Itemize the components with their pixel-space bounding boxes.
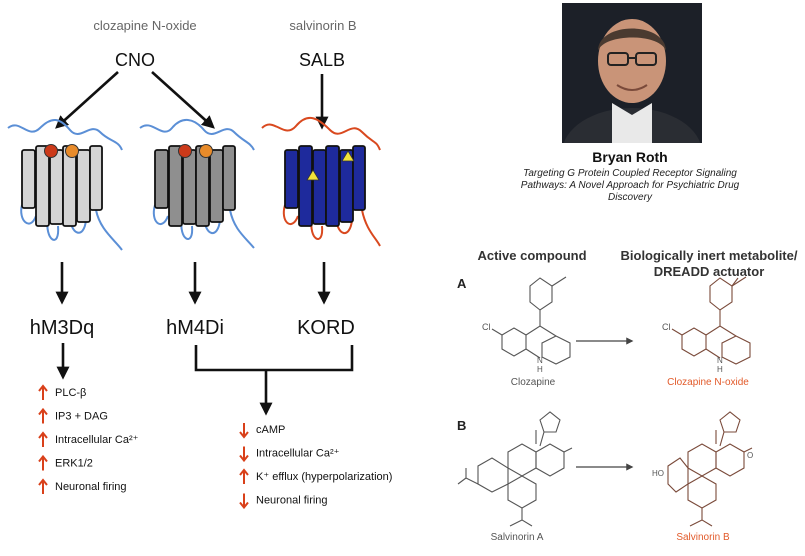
arrow-cno-hm3dq [55,71,119,129]
salvinorin-b-structure [667,411,753,527]
salvinorin-a-label: Salvinorin A [491,532,544,543]
speaker-photo [562,3,702,143]
effect-item: Intracellular Ca²⁺ [256,448,340,460]
clozapine-label: Clozapine [511,377,556,388]
effect-item: PLC-β [55,387,86,399]
effect-item: Neuronal firing [55,481,127,493]
arrow-cno-hm4di [151,71,215,129]
clozapine-n-oxide-label: Clozapine N-oxide [667,377,749,388]
effect-item: Neuronal firing [256,495,328,507]
effect-item: cAMP [256,424,285,436]
talk-title-line1: Targeting G Protein Coupled Receptor Sig… [523,168,737,179]
clozapine-h-atom: H [537,365,543,374]
clozapine-n-atom: N [537,356,543,365]
label-hm4di: hM4Di [166,317,224,339]
effect-arrow-down-icon [239,423,249,439]
header-metabolite-line1: Biologically inert metabolite/ [621,248,798,263]
effect-item: ERK1/2 [55,458,93,470]
receptor-hm3dq [7,119,123,251]
label-salb: SALB [299,50,345,70]
label-cno: CNO [115,50,155,70]
header-metabolite-line2: DREADD actuator [654,264,765,279]
effect-item: Intracellular Ca²⁺ [55,434,139,446]
effect-item: IP3 + DAG [55,411,108,423]
label-clozapine-n-oxide: clozapine N-oxide [93,18,196,33]
clozapine-cl-atom: Cl [482,322,491,332]
label-salvinorin-b-top: salvinorin B [289,18,356,33]
effect-arrow-down-icon [239,446,249,463]
bracket-gi [194,345,354,372]
effect-arrow-up-icon [38,384,48,400]
panel-b-letter: B [457,418,466,433]
clozapine-structure [491,276,571,365]
cno-cl-atom: Cl [662,322,671,332]
gi-effects-list: cAMP Intracellular Ca²⁺ K⁺ efflux (hyperpo… [239,423,392,510]
effect-arrow-up-icon [38,454,48,471]
effect-arrow-up-icon [38,407,48,424]
speaker-name: Bryan Roth [592,149,667,165]
cno-n-atom: N [717,356,723,365]
person-photo-icon [562,3,702,143]
talk-title-line2: Pathways: A Novel Approach for Psychiatr… [521,180,740,191]
salvinorin-b-ho-atom: HO [652,469,664,478]
salvinorin-b-label: Salvinorin B [676,532,730,543]
receptor-kord [261,116,381,247]
header-active-compound: Active compound [477,248,586,263]
cno-h-atom: H [717,365,723,374]
effect-arrow-down-icon [239,493,249,510]
label-kord: KORD [297,317,355,339]
label-hm3dq: hM3Dq [30,317,94,339]
salvinorin-a-structure [457,411,573,527]
panel-a-letter: A [457,276,467,291]
receptor-hm4di [139,119,255,249]
talk-title-line3: Discovery [608,192,653,203]
effect-arrow-up-icon [38,478,48,494]
effect-arrow-up-icon [239,468,249,484]
effect-arrow-up-icon [38,431,48,447]
clozapine-n-oxide-structure [671,276,751,365]
effect-item: K⁺ efflux (hyperpolarization) [256,471,392,483]
salvinorin-b-o-atom: O [747,451,753,460]
